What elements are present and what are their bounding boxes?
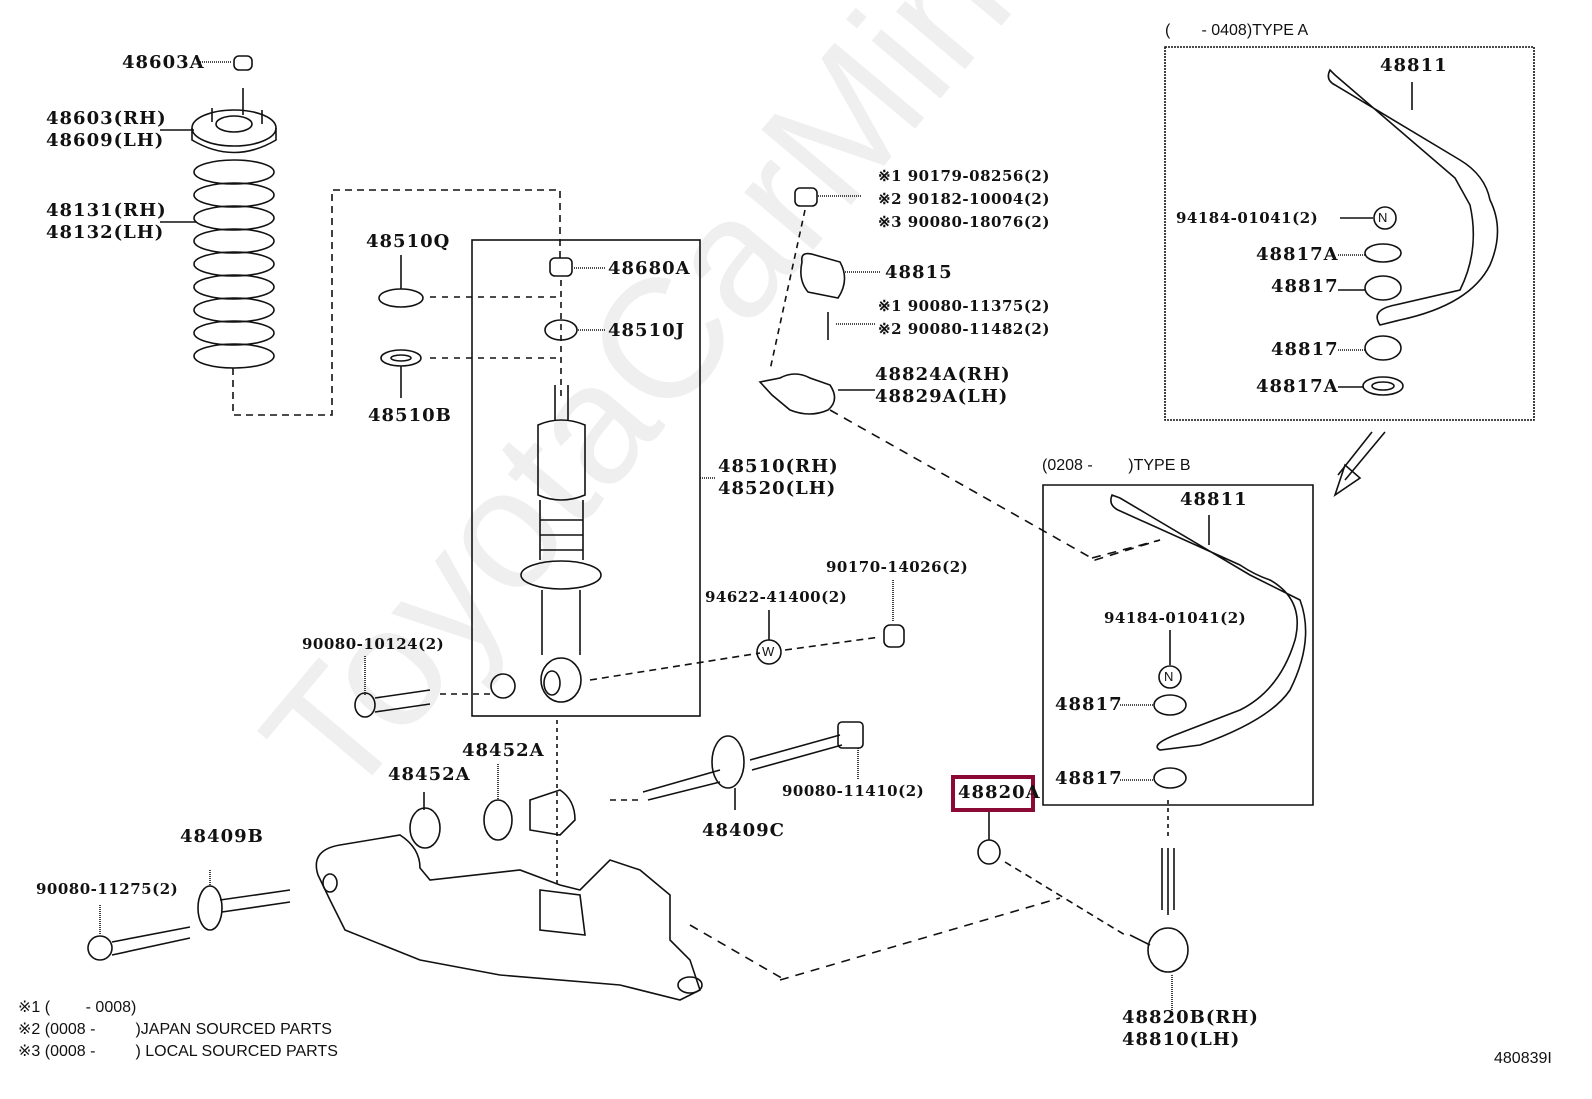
part-label[interactable]: 48452A — [462, 740, 545, 761]
part-label[interactable]: ※3 90080-18076(2) — [878, 213, 1050, 231]
cam-48452a — [409, 764, 513, 849]
part-label[interactable]: ※1 90080-11375(2) — [878, 297, 1050, 315]
part-label[interactable]: 48817 — [1271, 339, 1339, 360]
part-label[interactable]: 48609(LH) — [46, 130, 165, 151]
part-label[interactable]: 48820B(RH) — [1122, 1007, 1259, 1028]
shock-box — [471, 239, 701, 717]
stabilizer-bar-type-a — [1327, 68, 1499, 396]
type-b-box — [1042, 484, 1314, 806]
part-label[interactable]: 48815 — [885, 262, 953, 283]
bolt-90080-10124 — [354, 580, 905, 718]
nut-48603a — [200, 55, 253, 71]
washer-48510q — [378, 288, 424, 308]
part-label[interactable]: 48520(LH) — [718, 478, 837, 499]
part-label[interactable]: 48817A — [1256, 376, 1339, 397]
part-label[interactable]: 48811 — [1180, 489, 1248, 510]
footnote: ※2 (0008 - )JAPAN SOURCED PARTS — [18, 1021, 332, 1038]
part-label[interactable]: 90170-14026(2) — [826, 558, 969, 576]
stabilizer-bar-type-b — [1091, 493, 1307, 840]
upper-mount — [160, 88, 277, 154]
washer-48510b — [380, 349, 422, 367]
part-label[interactable]: 48817 — [1055, 694, 1123, 715]
footnote: ※3 (0008 - ) LOCAL SOURCED PARTS — [18, 1043, 338, 1060]
washer-w-icon: W — [762, 644, 775, 659]
lower-control-arm — [315, 720, 786, 1001]
nut-48680a — [549, 257, 573, 277]
part-label[interactable]: 48811 — [1380, 55, 1448, 76]
highlight-box — [951, 775, 1035, 812]
part-label[interactable]: 48817A — [1256, 244, 1339, 265]
part-label[interactable]: 90080-11410(2) — [782, 782, 925, 800]
bolt-48409b — [87, 870, 291, 961]
part-label[interactable]: ※2 90080-11482(2) — [878, 320, 1050, 338]
type-a-title: ( - 0408)TYPE A — [1165, 22, 1309, 39]
part-label[interactable]: 48409C — [702, 820, 785, 841]
part-label[interactable]: 48824A(RH) — [875, 364, 1011, 385]
part-label[interactable]: 48603A — [122, 52, 205, 73]
part-label[interactable]: 48510J — [608, 320, 686, 341]
part-label[interactable]: 90080-11275(2) — [36, 880, 179, 898]
part-label[interactable]: 48817 — [1055, 768, 1123, 789]
nut-n-icon: N — [1378, 210, 1388, 225]
part-label-highlighted[interactable]: 48820A — [958, 782, 1041, 803]
part-label[interactable]: 48409B — [180, 826, 264, 847]
part-label[interactable]: 94622-41400(2) — [705, 588, 848, 606]
part-label[interactable]: 48510B — [368, 405, 452, 426]
type-a-box — [1164, 46, 1535, 421]
part-label[interactable]: 48603(RH) — [46, 108, 167, 129]
part-label[interactable]: 48131(RH) — [46, 200, 167, 221]
part-label[interactable]: 94184-01041(2) — [1176, 209, 1319, 227]
part-label[interactable]: 48817 — [1271, 276, 1339, 297]
stabilizer-bracket — [758, 187, 1161, 561]
part-label[interactable]: ※1 90179-08256(2) — [878, 167, 1050, 185]
diagram-id: 480839I — [1494, 1050, 1552, 1067]
part-label[interactable]: 48810(LH) — [1122, 1029, 1241, 1050]
part-label[interactable]: 90080-10124(2) — [302, 635, 445, 653]
part-label[interactable]: 48510Q — [366, 231, 451, 252]
arrow-icon — [1333, 431, 1386, 497]
nut-n-icon: N — [1164, 669, 1174, 684]
shock-absorber — [520, 385, 715, 703]
bolt-48409c — [610, 721, 864, 810]
part-label[interactable]: ※2 90182-10004(2) — [878, 190, 1050, 208]
footnote: ※1 ( - 0008) — [18, 999, 137, 1016]
part-label[interactable]: 48510(RH) — [718, 456, 839, 477]
type-b-title: (0208 - )TYPE B — [1042, 457, 1191, 474]
coil-spring — [160, 159, 275, 369]
part-label[interactable]: 48132(LH) — [46, 222, 165, 243]
part-label[interactable]: 48452A — [388, 764, 471, 785]
part-label[interactable]: 48680A — [608, 258, 691, 279]
stabilizer-link — [779, 810, 1189, 1010]
part-label[interactable]: 94184-01041(2) — [1104, 609, 1247, 627]
part-label[interactable]: 48829A(LH) — [875, 386, 1009, 407]
